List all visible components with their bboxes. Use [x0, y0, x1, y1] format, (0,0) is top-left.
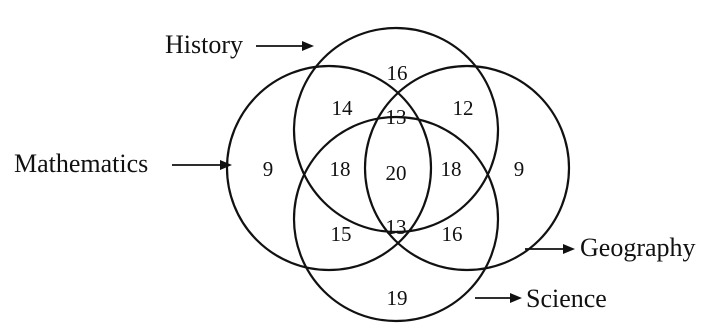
region-history-geography-science: 18 — [441, 157, 462, 181]
history-label: History — [165, 30, 243, 59]
region-history-mathematics: 14 — [332, 96, 354, 120]
region-science-only: 19 — [387, 286, 408, 310]
mathematics-arrow — [172, 160, 232, 170]
history-arrow — [256, 41, 314, 51]
region-all-four: 20 — [386, 161, 407, 185]
science-circle — [292, 115, 500, 323]
region-history-geography: 12 — [453, 96, 474, 120]
science-arrow — [475, 293, 522, 303]
region-mathematics-geography-science: 13 — [386, 215, 407, 239]
mathematics-circle — [225, 64, 433, 272]
geography-label: Geography — [580, 233, 696, 262]
science-label: Science — [526, 284, 607, 313]
region-geography-only: 9 — [514, 157, 525, 181]
region-mathematics-history-science: 18 — [330, 157, 351, 181]
region-geography-science: 16 — [442, 222, 463, 246]
mathematics-label: Mathematics — [14, 149, 148, 178]
region-mathematics-only: 9 — [263, 157, 274, 181]
history-circle — [292, 26, 500, 234]
region-mathematics-science: 15 — [331, 222, 352, 246]
geography-circle — [363, 64, 571, 272]
region-history-mathematics-geography: 13 — [386, 105, 407, 129]
region-history-only: 16 — [387, 61, 408, 85]
geography-arrow — [525, 244, 575, 254]
